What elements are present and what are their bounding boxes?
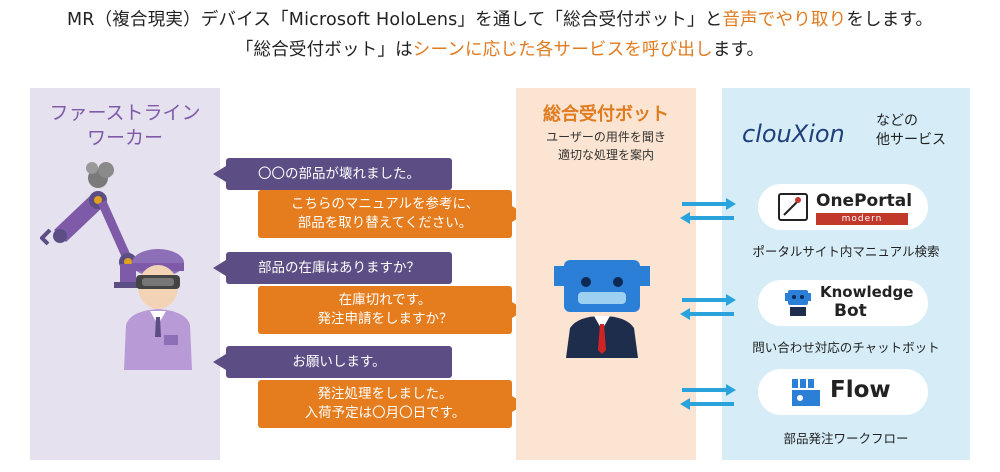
reply-text-line-1: 発注処理をしました。 xyxy=(317,386,453,402)
exchange-arrows-icon xyxy=(680,294,736,320)
oneportal-logo-sub: modern xyxy=(816,213,908,225)
brand-note: などの 他サービス xyxy=(876,112,946,150)
bot-title: 総合受付ボット xyxy=(543,104,669,125)
worker-title-line-1: ファーストライン xyxy=(49,102,201,124)
brand-note-line-2: 他サービス xyxy=(876,132,946,148)
knowledgebot-logo-sub: Bot xyxy=(834,301,867,321)
worker-message-bubble: お願いします。 xyxy=(213,346,452,378)
knowledgebot-card: Knowledge Bot xyxy=(758,280,928,326)
bot-subtitle: ユーザーの用件を聞き 適切な処理を案内 xyxy=(516,128,696,164)
oneportal-card: OnePortal modern xyxy=(758,184,928,230)
receptionist-bot-icon xyxy=(554,260,650,358)
worker-message-bubble: 部品の在庫はありますか？ xyxy=(213,252,452,284)
knowledgebot-logo-text: Knowledge xyxy=(820,283,914,301)
worker-message-bubble: 〇〇の部品が壊れました。 xyxy=(213,158,452,190)
knowledgebot-logo-icon xyxy=(785,290,811,316)
header-line-2: 「総合受付ボット」はシーンに応じた各サービスを呼び出します。 xyxy=(0,36,1000,61)
worker-panel: ファーストライン ワーカー xyxy=(30,88,220,460)
worker-avatar-icon xyxy=(124,249,192,370)
message-text: お願いします。 xyxy=(292,353,386,370)
reply-text-line-1: 在庫切れです。 xyxy=(338,292,432,308)
exchange-arrows-icon xyxy=(680,384,736,410)
message-text: 部品の在庫はありますか？ xyxy=(258,259,420,276)
clouxion-logo-text: clouXion xyxy=(742,120,845,148)
header-line-1-text: MR（複合現実）デバイス「Microsoft HoloLens」を通して「総合受… xyxy=(66,10,723,30)
header-line-1-tail: をします。 xyxy=(846,10,934,30)
service-label: ポータルサイト内マニュアル検索 xyxy=(752,244,940,259)
message-text: 〇〇の部品が壊れました。 xyxy=(258,165,420,182)
oneportal-logo-text: OnePortal xyxy=(816,191,913,211)
flow-logo-icon xyxy=(792,379,820,406)
bot-reply-bubble: 発注処理をしました。 入荷予定は〇月〇日です。 xyxy=(258,380,525,428)
reply-text-line-2: 入荷予定は〇月〇日です。 xyxy=(304,405,466,421)
service-label: 問い合わせ対応のチャットボット xyxy=(752,340,940,355)
reply-text-line-2: 部品を取り替えてください。 xyxy=(297,215,473,231)
robot-arm-icon xyxy=(40,162,142,288)
header-line-2-tail: ます。 xyxy=(712,40,765,60)
worker-title: ファーストライン ワーカー xyxy=(30,101,220,151)
flow-logo-text: Flow xyxy=(830,377,891,403)
clouxion-logo: clouXion xyxy=(742,120,845,148)
oneportal-logo-icon xyxy=(778,193,808,221)
service-label: 部品発注ワークフロー xyxy=(783,431,909,446)
header-line-2-text: 「総合受付ボット」は xyxy=(235,40,413,60)
bot-reply-bubble: こちらのマニュアルを参考に、 部品を取り替えてください。 xyxy=(258,190,525,238)
bot-subtitle-line-2: 適切な処理を案内 xyxy=(557,148,654,162)
exchange-arrows-icon xyxy=(680,198,736,224)
worker-title-line-2: ワーカー xyxy=(86,127,163,149)
bot-reply-bubble: 在庫切れです。 発注申請をしますか？ xyxy=(258,286,525,334)
reply-text-line-2: 発注申請をしますか？ xyxy=(317,311,453,327)
brand-note-line-1: などの xyxy=(876,113,918,129)
header-line-1-highlight: 音声でやり取り xyxy=(722,10,847,30)
bot-subtitle-line-1: ユーザーの用件を聞き xyxy=(546,130,666,144)
header-line-2-highlight: シーンに応じた各サービスを呼び出し xyxy=(412,40,713,60)
reply-text-line-1: こちらのマニュアルを参考に、 xyxy=(290,196,480,212)
flow-card: Flow xyxy=(758,369,928,415)
header-line-1: MR（複合現実）デバイス「Microsoft HoloLens」を通して「総合受… xyxy=(0,6,1000,31)
